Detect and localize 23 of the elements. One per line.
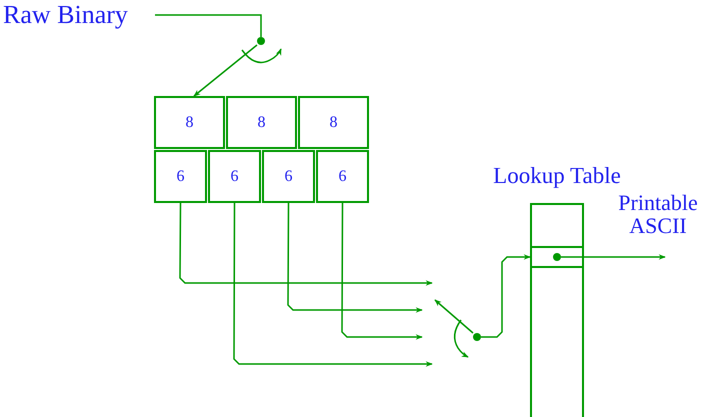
output-label: Printable ASCII	[617, 191, 699, 238]
arrow	[233, 203, 433, 367]
arrow	[434, 299, 474, 334]
table-heading: Lookup Table	[492, 163, 622, 189]
arrow	[193, 44, 258, 97]
sextet-cell: 6	[316, 150, 369, 203]
table-row	[530, 246, 584, 268]
switch-pivot-dot	[257, 37, 265, 45]
sextet-cell: 6	[154, 150, 207, 203]
sextet-cell: 6	[208, 150, 261, 203]
byte-cell: 8	[226, 96, 297, 149]
input-label: Raw Binary	[3, 2, 143, 28]
arrow	[341, 203, 423, 340]
sextet-cell: 6	[262, 150, 315, 203]
arrow	[179, 203, 433, 286]
byte-cell: 8	[154, 96, 225, 149]
pointer-dot	[553, 253, 561, 261]
connector-line	[155, 14, 262, 37]
switch-pivot-dot	[473, 333, 481, 341]
arrow	[287, 203, 423, 313]
arrow	[561, 254, 666, 260]
arrow	[481, 254, 531, 338]
byte-cell: 8	[298, 96, 369, 149]
